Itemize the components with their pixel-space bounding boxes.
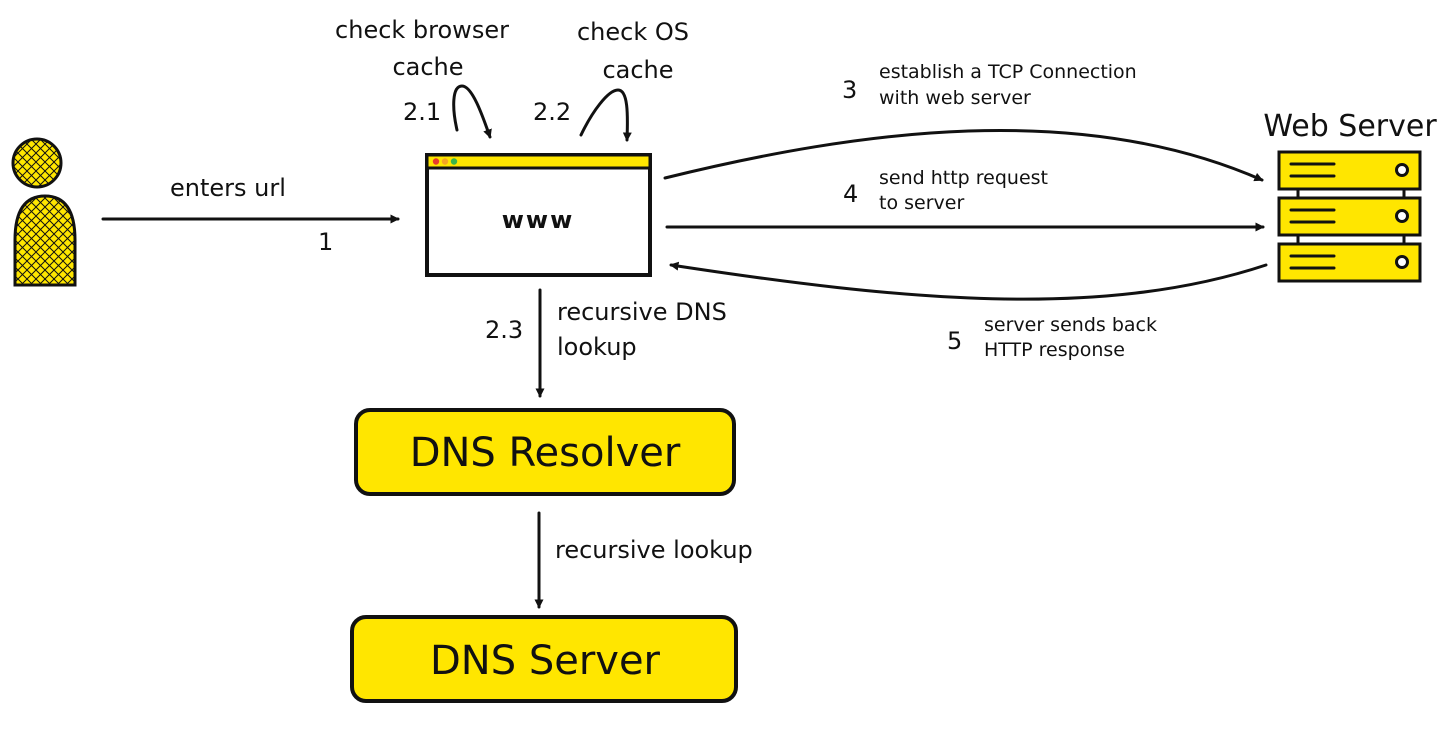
step-number-2-2: 2.2 [533, 98, 571, 126]
edge-enters-url: enters url 1 [101, 174, 400, 256]
edge-label-check-browser-cache-1: check browser [335, 16, 509, 44]
edge-check-os-cache: check OS cache 2.2 [533, 18, 689, 142]
step-number-3: 3 [842, 76, 857, 104]
edge-label-check-browser-cache-2: cache [392, 53, 463, 81]
edge-http-response: 5 server sends back HTTP response [669, 261, 1268, 361]
step-number-4: 4 [843, 180, 858, 208]
edge-label-http-response-1: server sends back [984, 314, 1157, 336]
edge-recursive-lookup: recursive lookup [534, 511, 753, 609]
edge-label-send-http-1: send http request [879, 167, 1048, 189]
step-number-2-1: 2.1 [403, 98, 441, 126]
step-number-5: 5 [947, 327, 962, 355]
edge-recursive-dns-lookup: 2.3 recursive DNS lookup [485, 288, 727, 398]
server-rack-icon [1277, 150, 1422, 283]
dns-server-node: DNS Server [350, 615, 738, 703]
edge-label-recursive-dns-lookup-2: lookup [557, 333, 637, 361]
edge-label-recursive-lookup: recursive lookup [555, 536, 753, 564]
edge-send-http-request: 4 send http request to server [665, 167, 1265, 232]
edge-label-establish-tcp-2: with web server [879, 87, 1031, 109]
person-icon [11, 137, 77, 287]
browser-label: www [502, 206, 575, 234]
edge-label-send-http-2: to server [879, 192, 964, 214]
dns-resolver-node: DNS Resolver [354, 408, 736, 496]
edge-label-check-os-cache-1: check OS [577, 18, 689, 46]
step-number-1: 1 [318, 228, 333, 256]
step-number-2-3: 2.3 [485, 316, 523, 344]
edge-label-http-response-2: HTTP response [984, 339, 1125, 361]
edge-label-enters-url: enters url [170, 174, 286, 202]
dns-server-label: DNS Server [430, 638, 661, 684]
web-server-title: Web Server [1263, 109, 1437, 144]
edge-check-browser-cache: check browser cache 2.1 [335, 16, 509, 139]
edge-establish-tcp-connection: 3 establish a TCP Connection with web se… [663, 61, 1264, 182]
edge-label-check-os-cache-2: cache [602, 56, 673, 84]
browser-window-icon: www [425, 153, 652, 277]
edge-label-recursive-dns-lookup-1: recursive DNS [557, 298, 727, 326]
edge-label-establish-tcp-1: establish a TCP Connection [879, 61, 1137, 83]
dns-resolver-label: DNS Resolver [410, 430, 681, 476]
web-server-node: Web Server [1263, 109, 1437, 283]
